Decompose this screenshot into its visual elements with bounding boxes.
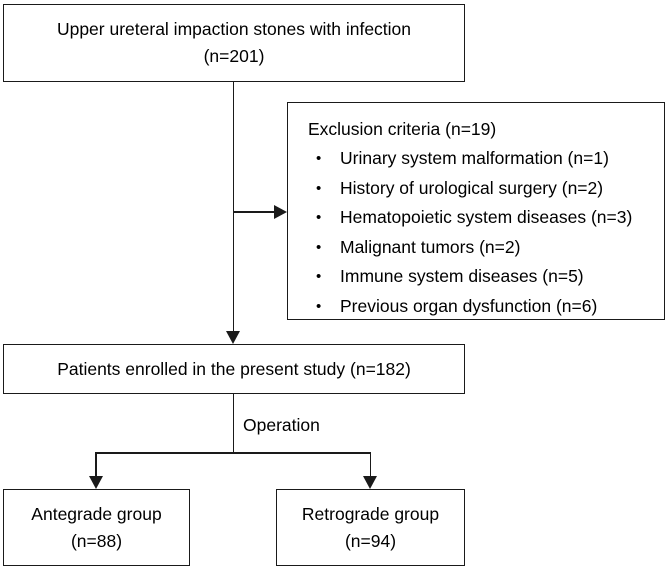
connector-source-to-enrolled bbox=[232, 82, 235, 331]
arrowhead-right-icon-exclusion bbox=[274, 204, 287, 219]
antegrade-group-count: (n=88) bbox=[70, 530, 123, 551]
bullet-icon: • bbox=[316, 297, 322, 315]
node-antegrade-group: Antegrade group (n=88) bbox=[3, 489, 190, 566]
antegrade-group-label: Antegrade group bbox=[31, 503, 162, 524]
arrowhead-down-icon-retrograde bbox=[363, 476, 377, 489]
exclusion-criteria-heading: Exclusion criteria (n=19) bbox=[308, 119, 497, 139]
list-item-label: Immune system diseases (n=5) bbox=[340, 266, 584, 286]
list-item: • Hematopoietic system diseases (n=3) bbox=[308, 203, 654, 233]
bullet-icon: • bbox=[316, 238, 322, 256]
list-item: • Previous organ dysfunction (n=6) bbox=[308, 292, 654, 322]
node-exclusion-criteria: Exclusion criteria (n=19) • Urinary syst… bbox=[287, 102, 665, 320]
bullet-icon: • bbox=[316, 268, 322, 285]
retrograde-group-count: (n=94) bbox=[344, 530, 397, 551]
bullet-icon: • bbox=[316, 150, 322, 167]
retrograde-group-label: Retrograde group bbox=[301, 503, 440, 524]
list-item: • Malignant tumors (n=2) bbox=[308, 233, 654, 263]
source-population-count: (n=201) bbox=[203, 46, 265, 66]
edge-label-operation: Operation bbox=[243, 415, 320, 435]
arrowhead-down-icon-antegrade bbox=[88, 476, 103, 489]
connector-enrolled-to-exclusion bbox=[233, 211, 275, 213]
connector-drop-retrograde bbox=[369, 452, 372, 476]
list-item: • Urinary system malformation (n=1) bbox=[308, 144, 654, 174]
node-retrograde-group: Retrograde group (n=94) bbox=[276, 489, 465, 566]
list-item-label: Hematopoietic system diseases (n=3) bbox=[340, 207, 633, 227]
node-enrolled-patients: Patients enrolled in the present study (… bbox=[3, 344, 465, 394]
exclusion-criteria-list: • Urinary system malformation (n=1) • Hi… bbox=[308, 144, 654, 321]
list-item-label: Previous organ dysfunction (n=6) bbox=[340, 295, 598, 316]
list-item-label: Malignant tumors (n=2) bbox=[340, 236, 521, 257]
list-item-label: History of urological surgery (n=2) bbox=[340, 177, 604, 198]
connector-split-bar bbox=[95, 452, 371, 454]
source-population-line-1: Upper ureteral impaction stones with inf… bbox=[56, 19, 412, 39]
node-source-population: Upper ureteral impaction stones with inf… bbox=[3, 4, 465, 82]
arrowhead-down-icon-enrolled bbox=[225, 331, 240, 344]
connector-enrolled-to-groups bbox=[232, 394, 235, 453]
bullet-icon: • bbox=[316, 179, 322, 197]
bullet-icon: • bbox=[316, 209, 322, 226]
list-item: • Immune system diseases (n=5) bbox=[308, 262, 654, 292]
list-item: • History of urological surgery (n=2) bbox=[308, 174, 654, 204]
list-item-label: Urinary system malformation (n=1) bbox=[340, 148, 609, 168]
enrolled-patients-label: Patients enrolled in the present study (… bbox=[57, 358, 411, 379]
connector-drop-antegrade bbox=[95, 452, 97, 476]
